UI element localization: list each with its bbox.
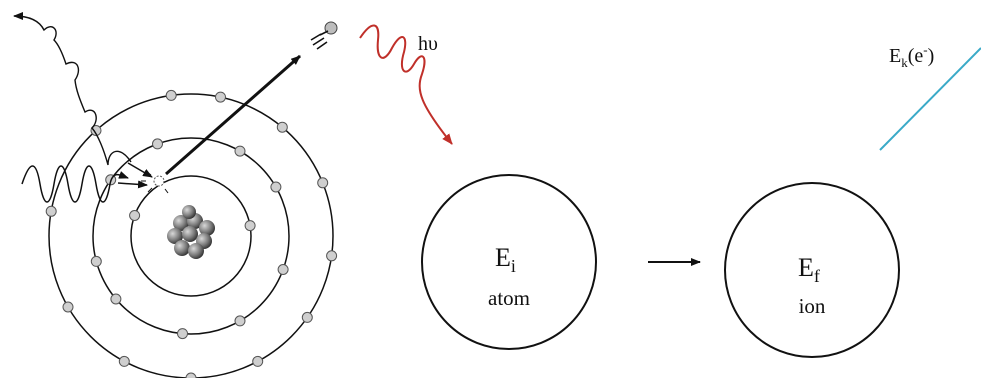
ejected-electron-icon: [311, 22, 337, 49]
orbital-electron: [235, 146, 245, 156]
final-state-energy: Ef: [798, 253, 820, 286]
orbital-electron: [277, 122, 287, 132]
ejected-electron-track: [166, 56, 300, 174]
orbital-electron: [63, 302, 73, 312]
orbital-electron: [216, 92, 226, 102]
orbital-electron: [245, 221, 255, 231]
nucleus-icon: [167, 205, 215, 259]
orbital-electron: [130, 211, 140, 221]
photon-energy: hυ: [360, 25, 452, 144]
atom-model: [14, 16, 337, 378]
final-state-name: ion: [799, 294, 826, 318]
orbital-electron: [271, 182, 281, 192]
orbital-electron: [278, 265, 288, 275]
incident-arrow: [128, 163, 152, 177]
orbital-electron: [178, 329, 188, 339]
orbital-electron: [119, 356, 129, 366]
final-state-symbol: E: [798, 253, 814, 282]
initial-state: Ei atom: [422, 175, 596, 349]
final-state: Ef ion: [725, 183, 899, 357]
orbital-electron: [235, 316, 245, 326]
kinetic-energy: Ek(e-): [880, 42, 981, 150]
orbital-electron: [166, 90, 176, 100]
final-state-subscript: f: [814, 266, 820, 286]
kinetic-energy-label: Ek(e-): [889, 42, 934, 70]
orbital-electron: [111, 294, 121, 304]
orbital-electron: [91, 256, 101, 266]
initial-state-name: atom: [488, 286, 530, 310]
scattered-photon-wave: [14, 16, 131, 165]
initial-state-energy: Ei: [495, 243, 516, 276]
electron-vacancy: [141, 172, 168, 193]
photon-label: hυ: [418, 33, 438, 55]
initial-state-subscript: i: [511, 256, 516, 276]
orbital-electron: [327, 251, 337, 261]
orbital-electron: [46, 206, 56, 216]
orbital-electron: [153, 139, 163, 149]
orbital-electron: [186, 373, 196, 378]
orbital-electron: [302, 312, 312, 322]
photon-wave: [360, 25, 452, 144]
orbital-electron: [253, 356, 263, 366]
orbital-electron: [318, 178, 328, 188]
incident-arrow-lower: [118, 183, 147, 185]
initial-state-symbol: E: [495, 243, 511, 272]
